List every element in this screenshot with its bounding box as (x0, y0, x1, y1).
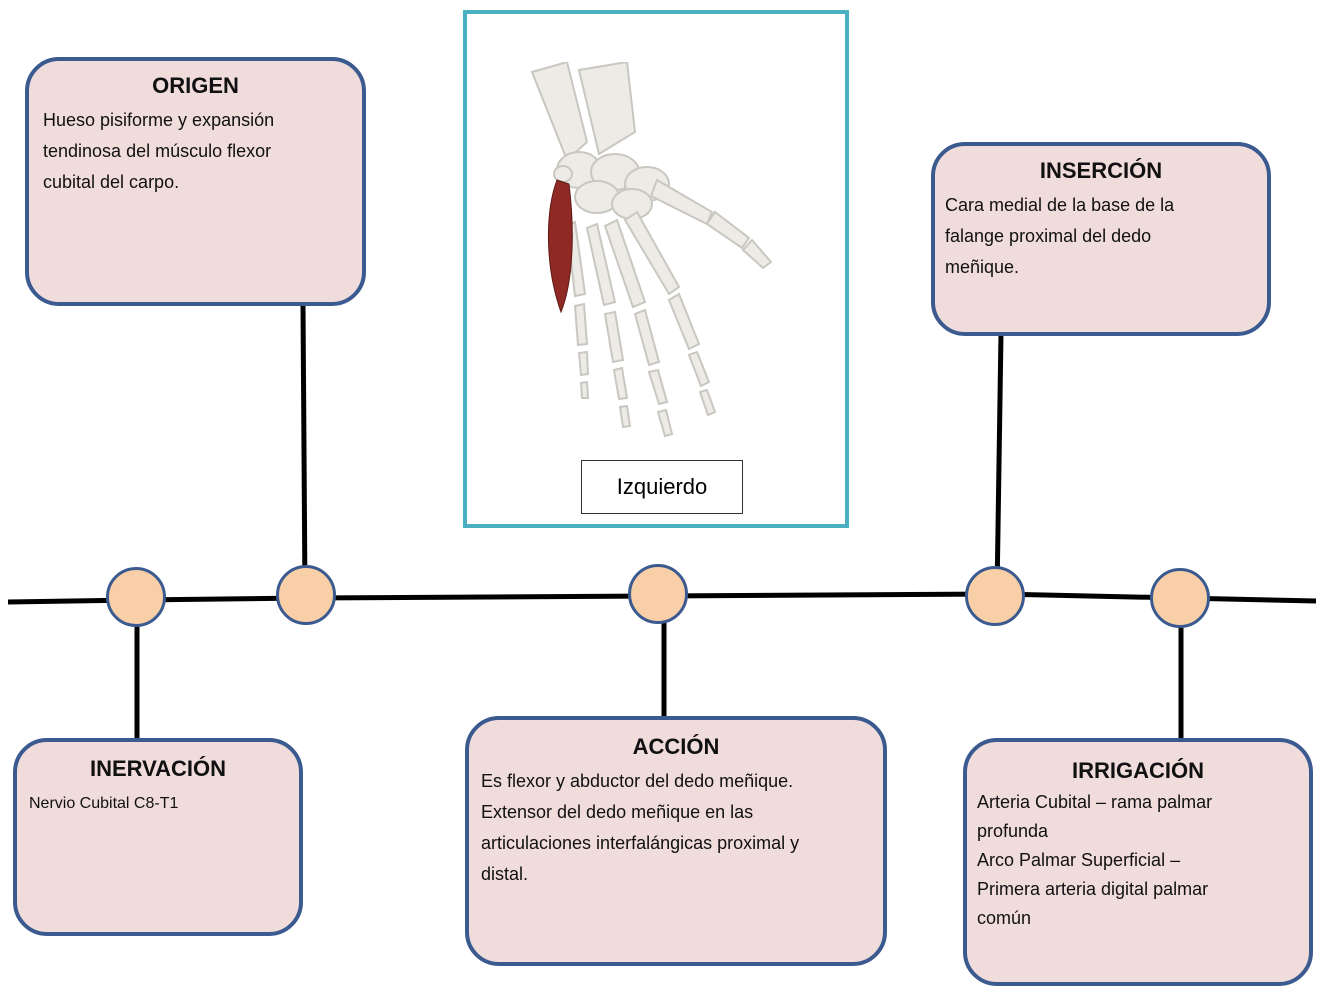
card-body-line: Arteria Cubital – rama palmar (977, 788, 1299, 817)
card-title: IRRIGACIÓN (977, 758, 1299, 784)
card-body-line: Primera arteria digital palmar (977, 875, 1299, 904)
timeline-node-irrigacion (1150, 568, 1210, 628)
image-frame: Izquierdo (463, 10, 849, 528)
connector-insercion (997, 333, 1001, 594)
card-body-line: distal. (481, 859, 871, 890)
card-inervacion: INERVACIÓN Nervio Cubital C8-T1 (13, 738, 303, 936)
card-body-line: común (977, 904, 1299, 933)
card-origen: ORIGEN Hueso pisiforme y expansión tendi… (25, 57, 366, 306)
card-body-line: profunda (977, 817, 1299, 846)
card-body: Hueso pisiforme y expansión tendinosa de… (43, 105, 348, 198)
card-body: Nervio Cubital C8-T1 (29, 788, 287, 819)
connector-origen (303, 305, 305, 596)
card-title: ORIGEN (43, 73, 348, 99)
card-body-line: Es flexor y abductor del dedo meñique. (481, 766, 871, 797)
card-title: INSERCIÓN (945, 158, 1257, 184)
card-body-line: Hueso pisiforme y expansión (43, 105, 348, 136)
card-body: Arteria Cubital – rama palmar profunda A… (977, 788, 1299, 933)
card-body: Cara medial de la base de la falange pro… (945, 190, 1257, 283)
card-accion: ACCIÓN Es flexor y abductor del dedo meñ… (465, 716, 887, 966)
card-body-line: cubital del carpo. (43, 167, 348, 198)
card-title: ACCIÓN (481, 734, 871, 760)
hand-skeleton-illustration (527, 62, 797, 462)
card-body-line: tendinosa del músculo flexor (43, 136, 348, 167)
card-title: INERVACIÓN (29, 756, 287, 782)
card-body: Es flexor y abductor del dedo meñique. E… (481, 766, 871, 890)
timeline-node-accion (628, 564, 688, 624)
card-body-line: Cara medial de la base de la (945, 190, 1257, 221)
card-body-line: falange proximal del dedo (945, 221, 1257, 252)
card-body-line: meñique. (945, 252, 1257, 283)
timeline-node-origen (276, 565, 336, 625)
card-body-line: articulaciones interfalángicas proximal … (481, 828, 871, 859)
timeline-node-insercion (965, 566, 1025, 626)
timeline-node-inervacion (106, 567, 166, 627)
card-body-line: Arco Palmar Superficial – (977, 846, 1299, 875)
image-caption: Izquierdo (581, 460, 743, 514)
card-body-line: Extensor del dedo meñique en las (481, 797, 871, 828)
abductor-digiti-minimi-muscle (548, 180, 572, 312)
card-body-line: Nervio Cubital C8-T1 (29, 788, 287, 819)
card-insercion: INSERCIÓN Cara medial de la base de la f… (931, 142, 1271, 336)
card-irrigacion: IRRIGACIÓN Arteria Cubital – rama palmar… (963, 738, 1313, 986)
